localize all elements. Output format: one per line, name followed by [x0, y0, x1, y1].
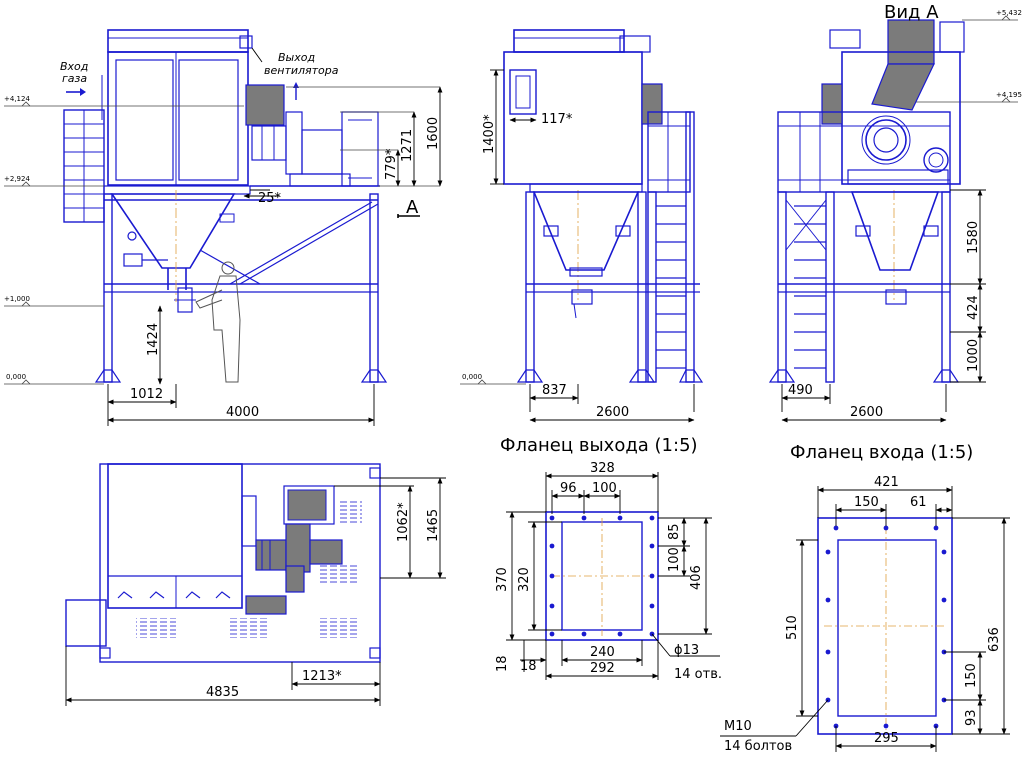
dimension-label: 1062* [396, 502, 411, 542]
outlet-flange [545, 511, 659, 641]
side-filter-body [503, 51, 643, 185]
dimension-label: 490 [788, 383, 813, 398]
view-a-title: Вид А [884, 2, 939, 23]
dimension-label: 96 [560, 481, 577, 496]
inlet-flange-title: Фланец входа (1:5) [790, 442, 973, 463]
level-label: +4,124 [4, 95, 30, 103]
plan-dimension-lines [65, 477, 446, 706]
holes-note: 14 отв. [674, 667, 722, 682]
outlet-flange-holes [549, 515, 655, 637]
level-label: 0,000 [462, 373, 482, 381]
view-a-arrow [397, 214, 420, 218]
hopper [110, 193, 236, 269]
dimension-label: 85 [667, 523, 682, 540]
dimension-label: 18 [520, 659, 537, 674]
dimension-label: 2600 [596, 405, 629, 420]
person-silhouette [195, 261, 241, 383]
centre-lines [175, 190, 895, 302]
bolt-size-label: М10 [724, 719, 752, 734]
dimension-label: 1271 [400, 129, 415, 162]
view-a-duct [887, 19, 935, 65]
side-view [503, 29, 704, 383]
dimension-label: 1400* [482, 114, 497, 154]
gas-inlet-label-2: газа [62, 72, 87, 85]
view-a-dimension-lines [781, 189, 986, 423]
level-label: +1,000 [4, 295, 30, 303]
inlet-flange-labels: Фланец входа (1:5) 421 150 61 510 636 15… [724, 442, 1002, 754]
dimension-label: 1580 [966, 221, 981, 254]
dimension-label: 636 [987, 627, 1002, 652]
dimension-label: 1465 [426, 509, 441, 542]
level-label: +2,924 [4, 175, 30, 183]
dimension-label: 4000 [226, 405, 259, 420]
side-dimension-lines [490, 69, 695, 423]
dimension-label: 150 [964, 663, 979, 688]
fan-outlet-duct [245, 84, 285, 126]
level-label: +4,195 [996, 91, 1022, 99]
dimension-label: 240 [590, 645, 615, 660]
level-label: 0,000 [6, 373, 26, 381]
dimension-label: 2600 [850, 405, 883, 420]
plan-view [65, 463, 381, 663]
view-a [768, 19, 965, 383]
dimension-label: 837 [542, 383, 567, 398]
filter-top-hood [107, 29, 249, 53]
dimension-label: 295 [874, 731, 899, 746]
dimension-label: 424 [966, 295, 981, 320]
inlet-dimension-lines [720, 486, 1010, 752]
fan-outlet-label-2: вентилятора [264, 64, 339, 77]
gas-inlet-label: Вход [60, 60, 88, 73]
dimension-label: 292 [590, 661, 615, 676]
dimension-label: 1012 [130, 387, 163, 402]
main-view-labels: Вход газа Выход вентилятора А +4,124 +2,… [4, 51, 441, 420]
dimension-label: 1424 [146, 323, 161, 356]
dimension-label: 421 [874, 475, 899, 490]
outlet-dimension-lines [506, 472, 720, 680]
dimension-label: 320 [517, 567, 532, 592]
dimension-label: 93 [964, 709, 979, 726]
dimension-label: 100 [592, 481, 617, 496]
fan-outlet-label: Выход [278, 51, 315, 64]
outlet-flange-labels: Фланец выхода (1:5) 328 96 100 370 320 8… [495, 435, 722, 682]
filter-body [107, 51, 249, 186]
dimension-label: 510 [785, 615, 800, 640]
level-label: +5,432 [996, 9, 1022, 17]
dimension-label: 25* [258, 191, 282, 206]
side-view-labels: 0,000 1400* 117* 837 2600 [462, 112, 629, 420]
dimension-label: 100 [667, 547, 682, 572]
dimension-label: 406 [689, 565, 704, 590]
dimension-label: 18 [495, 655, 510, 672]
view-a-labels: Вид А +5,432 +4,195 1580 424 1000 490 26… [788, 2, 1022, 420]
main-view [63, 29, 388, 383]
plan-filter-body [107, 463, 243, 609]
fan-motor [341, 111, 379, 187]
view-a-marker-label: А [406, 197, 419, 218]
main-dimension-lines [107, 47, 443, 426]
ladder-rungs [656, 205, 686, 369]
inlet-flange [817, 517, 953, 735]
dimension-label: 779* [384, 148, 399, 180]
dimension-label: 1000 [966, 339, 981, 372]
dimension-label: 150 [854, 495, 879, 510]
hole-diameter-label: ϕ13 [674, 643, 699, 658]
bolts-note: 14 болтов [724, 739, 792, 754]
dimension-label: 1213* [302, 669, 342, 684]
dimension-label: 1600 [426, 117, 441, 150]
dimension-label: 370 [495, 567, 510, 592]
dimension-label: 117* [541, 112, 573, 127]
dimension-label: 4835 [206, 685, 239, 700]
outlet-flange-title: Фланец выхода (1:5) [500, 435, 698, 456]
plan-view-labels: 1062* 1465 4835 1213* [206, 502, 441, 700]
dimension-label: 61 [910, 495, 927, 510]
dimension-label: 328 [590, 461, 615, 476]
